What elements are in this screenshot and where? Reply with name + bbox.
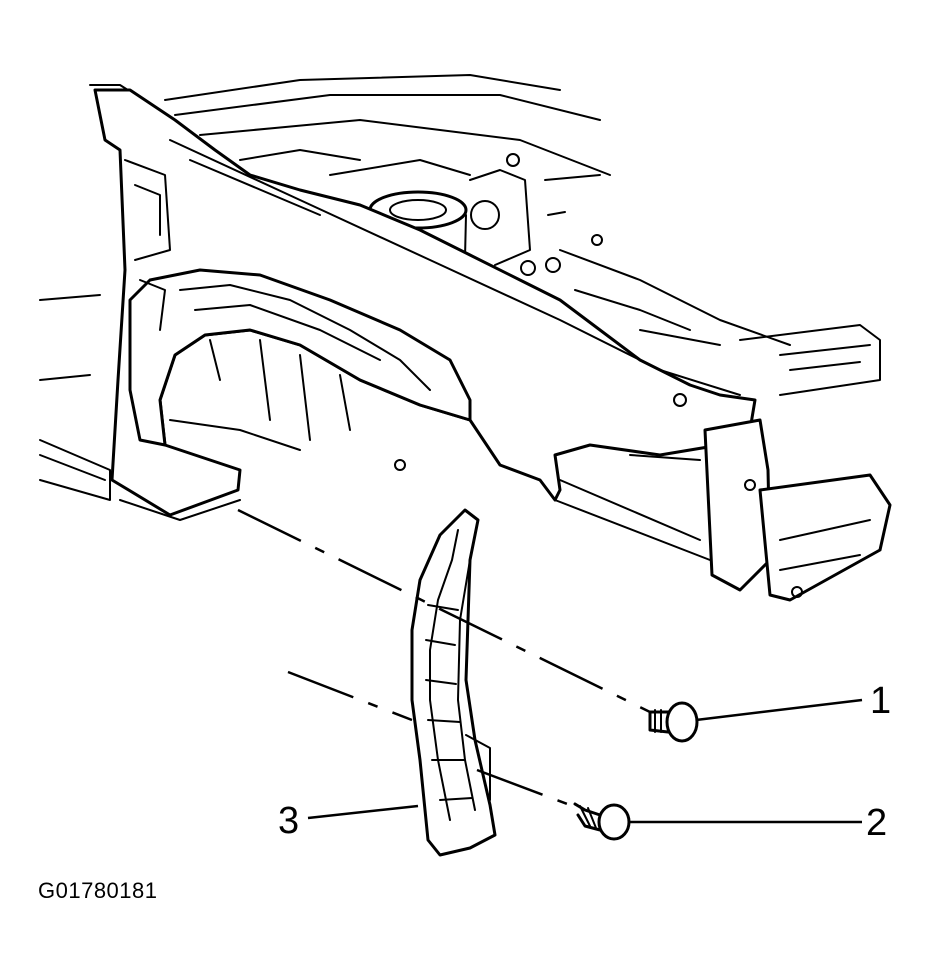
alignment-line-2	[476, 768, 579, 810]
alignment-line-3	[287, 670, 413, 722]
callout-3: 3	[278, 800, 299, 842]
screw	[573, 802, 631, 841]
figure-code: G01780181	[38, 878, 158, 903]
body-structure	[39, 74, 881, 521]
push-pin-retainer	[648, 701, 699, 743]
callout-2: 2	[866, 802, 887, 844]
leader-line-1	[695, 698, 863, 722]
front-fender	[93, 88, 892, 602]
alignment-line-1	[237, 508, 651, 714]
fender-splash-shield	[410, 508, 497, 857]
callout-1: 1	[870, 680, 891, 722]
leader-line-3	[307, 804, 419, 820]
